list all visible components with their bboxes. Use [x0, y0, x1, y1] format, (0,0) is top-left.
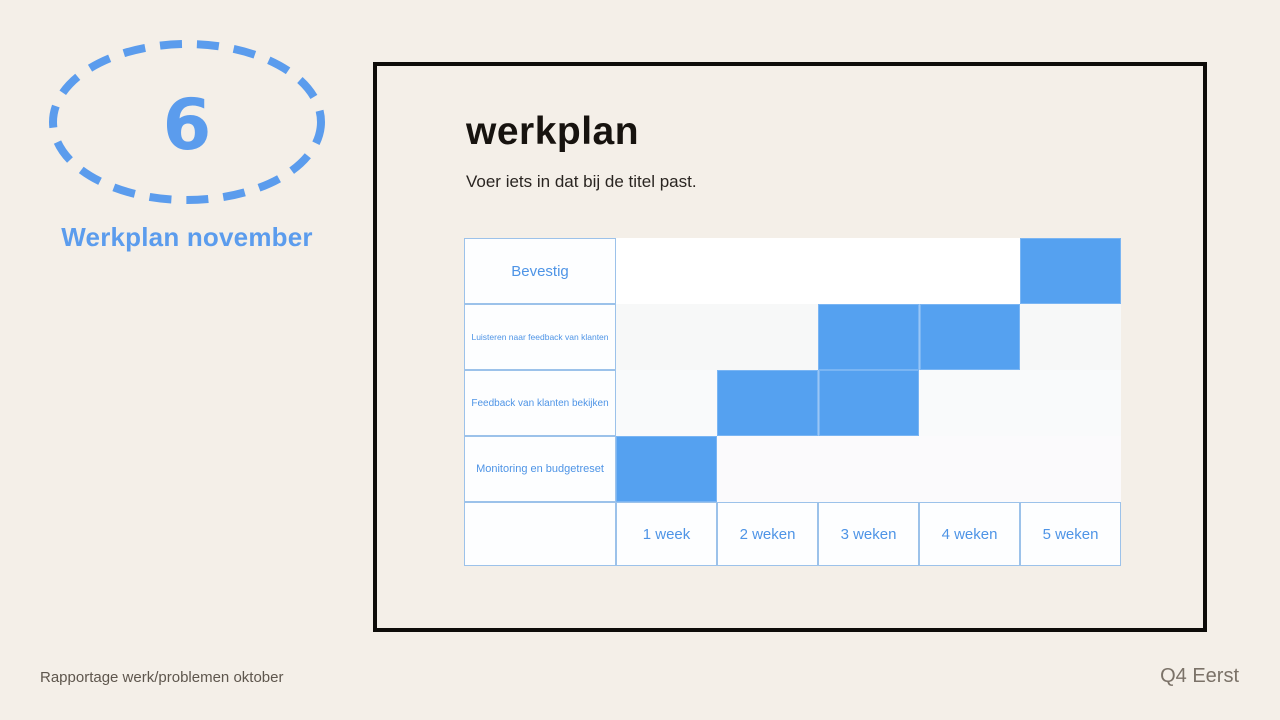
slide-number-badge: 6 [42, 33, 332, 211]
gantt-bar [717, 370, 818, 436]
gantt-axis-empty-cell [464, 502, 616, 566]
gantt-bar [818, 370, 919, 436]
gantt-chart: Bevestig Luisteren naar feedback van kla… [464, 238, 1121, 566]
footer-right-text: Q4 Eerst [1160, 665, 1239, 687]
slide-card: werkplan Voer iets in dat bij de titel p… [373, 62, 1207, 632]
card-subtitle: Voer iets in dat bij de titel past. [466, 172, 697, 191]
gantt-row-label: Bevestig [464, 238, 616, 304]
gantt-row-label: Luisteren naar feedback van klanten [464, 304, 616, 370]
gantt-bar [1020, 238, 1121, 304]
gantt-axis-label: 1 week [616, 502, 717, 566]
gantt-row-label: Feedback van klanten bekijken [464, 370, 616, 436]
gantt-axis-label: 5 weken [1020, 502, 1121, 566]
gantt-axis-label: 3 weken [818, 502, 919, 566]
slide-number: 6 [162, 84, 212, 166]
dashed-ellipse-icon [49, 40, 325, 204]
card-title: werkplan [466, 110, 640, 153]
slide-number-caption: Werkplan november [61, 222, 313, 252]
gantt-bar [818, 304, 919, 370]
footer-left-text: Rapportage werk/problemen oktober [40, 669, 284, 686]
gantt-row-label: Monitoring en budgetreset [464, 436, 616, 502]
gantt-bar [919, 304, 1020, 370]
gantt-axis-label: 2 weken [717, 502, 818, 566]
gantt-axis-label: 4 weken [919, 502, 1020, 566]
gantt-bar [616, 436, 717, 502]
